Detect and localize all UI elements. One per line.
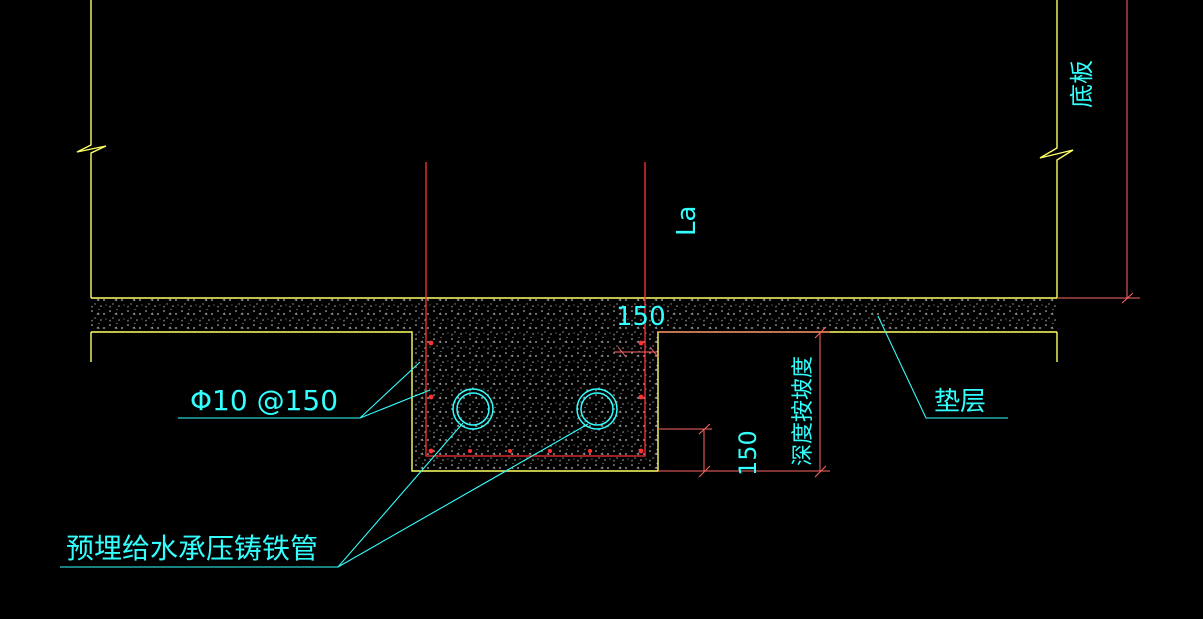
cushion-layer-label: 垫层 [934, 387, 986, 417]
rebar-spec-label: Φ10 @150 [190, 384, 338, 417]
concrete-hatch [91, 298, 1057, 471]
dim-bottom-label: 150 [734, 430, 762, 476]
rebar-cage [425, 162, 646, 457]
anchorage-length-label: La [672, 206, 702, 236]
embedded-pipes [452, 388, 618, 430]
pipe-right [576, 388, 618, 430]
leader-lines [60, 315, 1008, 568]
pipe-left [452, 388, 494, 430]
dim-top-label: 150 [616, 302, 666, 332]
slab-dimension [1057, 0, 1140, 304]
trench-dimensions [614, 326, 830, 478]
embedded-pipe-label: 预埋给水承压铸铁管 [66, 532, 318, 565]
depth-spec-label: 深度按坡度 [791, 356, 816, 466]
bottom-slab-label: 底板 [1068, 60, 1096, 108]
